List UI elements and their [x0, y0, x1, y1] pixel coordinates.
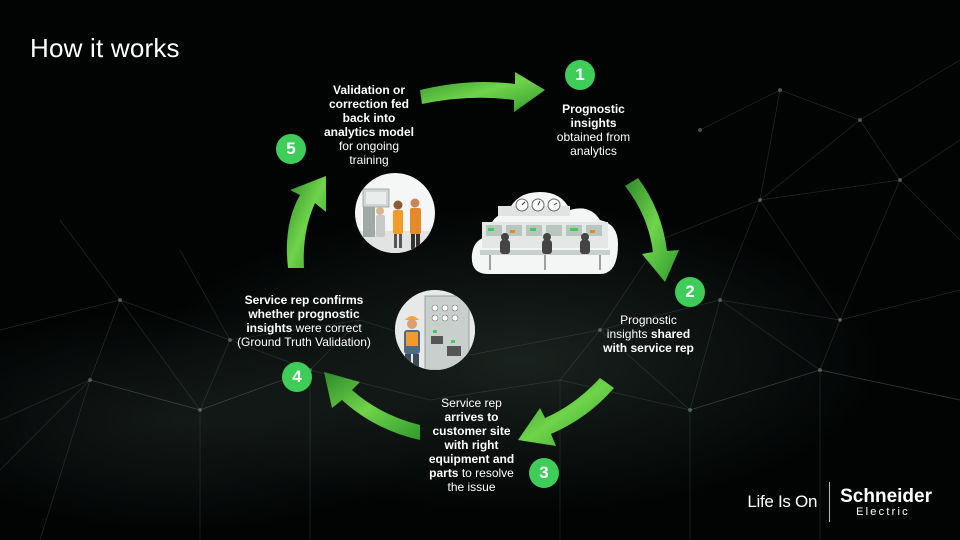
logo-divider	[829, 482, 831, 522]
arrow-4-to-5	[286, 176, 326, 268]
step-1-line: analytics	[570, 144, 617, 158]
step-3-line: Service rep	[441, 396, 502, 410]
step-5-line: correction fed	[328, 97, 409, 111]
life-is-on-tagline: Life Is On	[747, 492, 818, 511]
step-3-line: the issue	[447, 480, 496, 494]
cloud-control-room-illustration	[471, 192, 618, 274]
step-4-badge: 4	[282, 362, 312, 392]
step-5-line: Validation or	[332, 83, 405, 97]
team-meeting-illustration	[355, 173, 435, 253]
step-1-text: Prognostic insights obtained from analyt…	[536, 102, 651, 158]
step-5-line: for ongoing	[338, 139, 400, 153]
step-2-line: insights shared	[606, 327, 691, 341]
step-3-text: Service rep arrives to customer site wit…	[414, 396, 529, 494]
arrow-1-to-2	[625, 178, 679, 282]
step-3-line: parts to resolve	[429, 466, 514, 480]
step-3-line: with right	[444, 438, 499, 452]
step-5-text: Validation or correction fed back into a…	[308, 83, 430, 167]
step-4-line: insights were correct	[246, 321, 362, 335]
step-1-badge: 1	[565, 60, 595, 90]
arrow-2-to-3	[518, 378, 614, 446]
step-3-line: equipment and	[428, 452, 515, 466]
step-5-line: back into	[342, 111, 396, 125]
step-5-badge: 5	[276, 134, 306, 164]
brand-wordmark: Schneider Electric	[840, 487, 932, 518]
step-4-text: Service rep confirms whether prognostic …	[218, 293, 390, 349]
step-3-badge: 3	[529, 458, 559, 488]
arrow-3-to-4	[324, 372, 420, 440]
step-1-line: insights	[570, 116, 617, 130]
step-5-line: training	[349, 153, 389, 167]
step-5-line: analytics model	[323, 125, 415, 139]
step-2-badge: 2	[675, 277, 705, 307]
step-2-line: Prognostic	[620, 313, 677, 327]
step-2-line: with service rep	[603, 341, 694, 355]
step-4-line: Service rep confirms	[244, 293, 364, 307]
arrow-5-to-1	[420, 72, 545, 112]
brand-name: Schneider	[840, 485, 932, 507]
step-4-line: (Ground Truth Validation)	[237, 335, 371, 349]
step-1-line: Prognostic	[562, 102, 625, 116]
brand-sub: Electric	[856, 505, 910, 518]
step-2-text: Prognostic insights shared with service …	[586, 313, 711, 355]
step-1-line: obtained from	[556, 130, 631, 144]
step-4-line: whether prognostic	[248, 307, 360, 321]
step-3-line: customer site	[432, 424, 511, 438]
slide-title: How it works	[30, 33, 180, 63]
technician-illustration	[395, 290, 475, 370]
schneider-logo: Life Is On Schneider Electric	[747, 482, 932, 522]
step-3-line: arrives to	[444, 410, 499, 424]
